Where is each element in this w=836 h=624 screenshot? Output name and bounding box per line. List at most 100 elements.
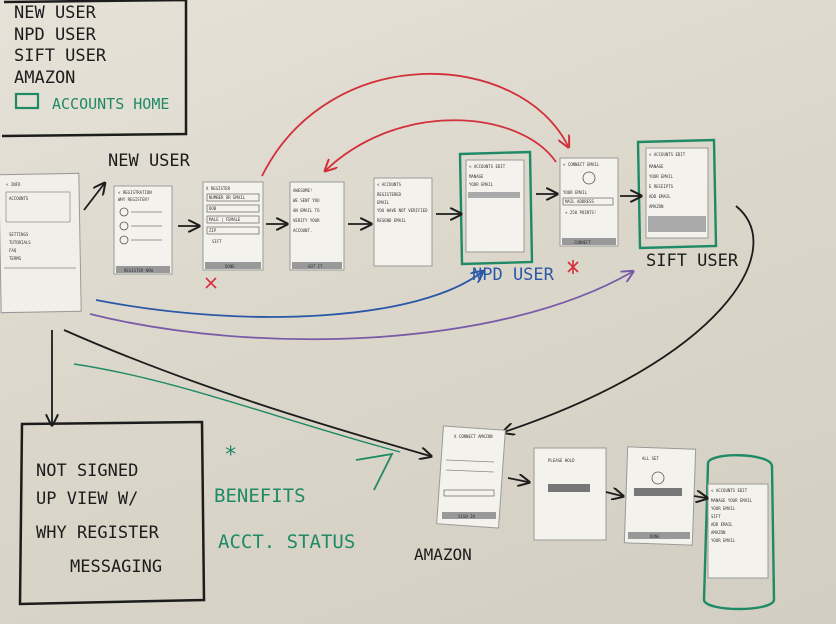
legend-line-2: NPD USER — [14, 25, 97, 45]
amazon-accounts-line: ADD EMAIL — [711, 522, 733, 527]
arrow — [63, 329, 430, 456]
sift-accounts-title: < ACCOUNTS EDIT — [649, 152, 686, 157]
sift-accounts-line: MANAGE — [649, 164, 664, 169]
sift-accounts-line: ADD EMAIL — [649, 194, 671, 199]
arrow — [504, 205, 755, 432]
sift-accounts-card: < ACCOUNTS EDIT MANAGE YOUR EMAIL E RECE… — [645, 147, 709, 239]
info-card-line: ACCOUNTS — [9, 196, 29, 201]
connect-amazon-card: X CONNECT AMAZON SIGN IN — [436, 425, 506, 529]
register-card: X REGISTER NUMBER OR EMAIL DOB MALE | FE… — [202, 181, 264, 271]
benefits-label: BENEFITS — [214, 485, 306, 507]
info-card: < INFO ACCOUNTS SETTINGS TUTORIALS FAQ T… — [0, 172, 82, 314]
amazon-accounts-line: SIFT — [711, 514, 721, 519]
not-signed-line: WHY REGISTER — [36, 523, 160, 543]
not-signed-up-box: NOT SIGNED UP VIEW W/ WHY REGISTER MESSA… — [18, 420, 206, 606]
amazon-accounts-title: < ACCOUNTS EDIT — [711, 488, 748, 493]
all-set-card: ALL SET DONE — [623, 446, 697, 546]
sign-in-button: SIGN IN — [458, 514, 475, 519]
blue-arrow — [95, 272, 482, 318]
npd-accounts-line: YOUR EMAIL — [469, 182, 494, 187]
legend-accounts: ACCOUNTS HOME — [52, 95, 169, 113]
sift-label-text: SIFT USER — [646, 251, 739, 271]
npd-accounts-title: < ACCOUNTS EDIT — [469, 164, 506, 169]
awesome-line: AWESOME! — [293, 188, 312, 193]
awesome-line: ACCOUNT. — [293, 228, 312, 233]
accounts-verify-title: < ACCOUNTS — [377, 182, 402, 187]
amazon-accounts-line: YOUR EMAIL — [711, 538, 736, 543]
amazon-label: AMAZON — [414, 545, 472, 564]
info-card-title: < INFO — [6, 182, 21, 187]
register-done-button: DONE — [225, 264, 235, 269]
connect-email-title: < CONNECT EMAIL — [563, 162, 600, 167]
sift-accounts-line: YOUR EMAIL — [649, 174, 674, 179]
sift-accounts-line: E RECEIPTS — [649, 184, 674, 189]
arrow — [83, 184, 104, 211]
info-card-line: TUTORIALS — [9, 240, 31, 245]
register-field: NUMBER OR EMAIL — [209, 195, 246, 200]
register-field: DOB — [209, 206, 217, 211]
legend-line-1: NEW USER — [14, 3, 97, 23]
sift-accounts-line: AMAZON — [649, 204, 664, 209]
npd-accounts-card: < ACCOUNTS EDIT MANAGE YOUR EMAIL — [465, 159, 525, 253]
register-title: X REGISTER — [206, 186, 231, 191]
new-user-label: NEW USER — [108, 151, 191, 171]
info-card-line: FAQ — [9, 248, 17, 253]
please-hold-text: PLEASE HOLD — [548, 458, 575, 463]
got-it-button: GOT IT — [308, 264, 323, 269]
purple-arrow — [89, 272, 632, 341]
star-mark: * — [224, 443, 237, 468]
legend-line-4: AMAZON — [14, 68, 75, 88]
registration-title: < REGISTRATION — [118, 190, 152, 195]
registration-sub: WHY REGISTER? — [118, 197, 150, 202]
please-hold-card: PLEASE HOLD — [533, 447, 607, 541]
connect-email-card: < CONNECT EMAIL YOUR EMAIL MAIL ADDRESS … — [559, 157, 619, 247]
red-arrow — [326, 119, 557, 170]
legend-line-3: SIFT USER — [14, 46, 107, 66]
amazon-accounts-line: AMAZON — [711, 530, 726, 535]
amazon-accounts-card: < ACCOUNTS EDIT MANAGE YOUR EMAIL YOUR E… — [707, 483, 769, 579]
info-card-line: TERMS — [9, 256, 22, 261]
registration-card: < REGISTRATION WHY REGISTER? REGISTER NO… — [113, 185, 173, 275]
acct-status-text: ACCT. STATUS — [218, 531, 355, 553]
legend-accounts-word: ACCOUNTS HOME — [52, 95, 169, 113]
connect-amazon-title: X CONNECT AMAZON — [454, 434, 493, 439]
connect-button: CONNECT — [574, 240, 591, 245]
benefits-text: BENEFITS — [214, 485, 306, 507]
arrow — [507, 478, 528, 482]
arrow — [693, 496, 706, 498]
npd-label-text: NPD USER — [472, 265, 555, 285]
register-field: ZIP — [209, 228, 217, 233]
accounts-verify-line: RESEND EMAIL — [377, 218, 406, 223]
accounts-verify-line: EMAIL — [377, 200, 390, 205]
red-arrow — [261, 73, 568, 177]
awesome-line: WE SENT YOU — [293, 198, 320, 203]
connect-email-line: MAIL ADDRESS — [565, 199, 594, 204]
all-set-title: ALL SET — [642, 456, 659, 461]
acct-status-label: ACCT. STATUS — [218, 531, 355, 553]
amazon-accounts-line: YOUR EMAIL — [711, 506, 736, 511]
arrow — [605, 492, 622, 496]
awesome-line: VERIFY YOUR — [293, 218, 320, 223]
star-text: * — [224, 443, 237, 468]
green-bracket — [355, 452, 394, 491]
info-card-line: SETTINGS — [9, 232, 29, 237]
accounts-verify-line: YOU HAVE NOT VERIFIED — [377, 208, 428, 213]
register-field: SIFT — [212, 239, 222, 244]
not-signed-line: NOT SIGNED — [36, 461, 138, 481]
green-curve — [73, 363, 401, 453]
red-x-icon — [205, 277, 217, 289]
red-asterisk-icon — [567, 260, 579, 274]
not-signed-line: MESSAGING — [70, 557, 162, 577]
legend: NEW USER NPD USER SIFT USER AMAZON ACCOU… — [1, 0, 188, 138]
sift-label-line1: SIFT USER — [646, 251, 739, 271]
amazon-accounts-line: MANAGE YOUR EMAIL — [711, 498, 753, 503]
not-signed-line: UP VIEW W/ — [36, 489, 138, 509]
green-box-icon — [14, 92, 40, 110]
connect-email-line: + 250 POINTS! — [565, 210, 596, 215]
npd-accounts-line: MANAGE — [469, 174, 484, 179]
all-set-done-button: DONE — [650, 534, 660, 539]
npd-accounts-home-frame — [458, 150, 534, 266]
amazon-accounts-home-frame — [702, 454, 776, 611]
